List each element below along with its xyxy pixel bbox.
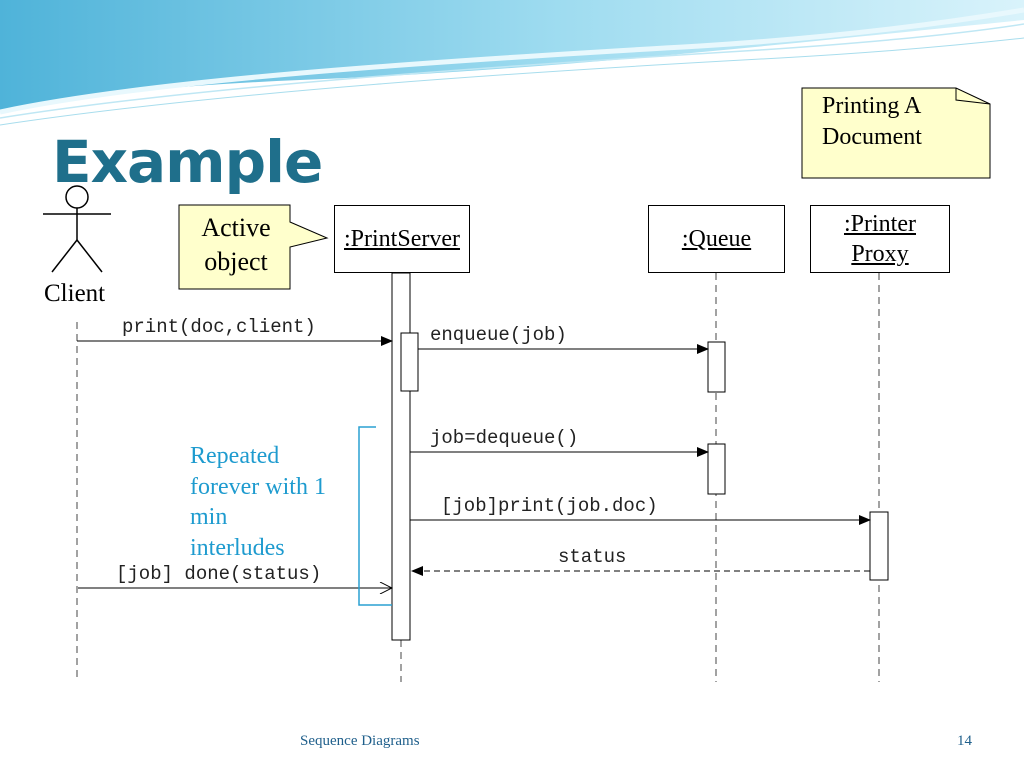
active-object-callout-shape [178,204,329,290]
printer-proxy-activation [869,511,889,581]
dequeue-message-label: job=dequeue() [430,427,579,449]
client-actor-icon [43,185,111,273]
repeat-note: Repeated forever with 1 min interludes [190,443,326,561]
print-message-label: print(doc,client) [122,316,316,338]
printserver-nested-activation [400,332,419,392]
client-actor-label: Client [44,280,106,307]
done-message-label: [job] done(status) [116,563,322,585]
note-text: Printing A Document [822,93,922,150]
printserver-activation-bar [391,272,411,641]
note-shape [801,87,991,179]
header-wave [0,0,1024,126]
active-object-callout: Active object [201,213,271,276]
queue-activation-dequeue [707,443,726,495]
queue-object: :Queue [648,205,785,273]
enqueue-message-label: enqueue(job) [430,324,567,346]
printserver-object: :PrintServer [334,205,470,273]
status-message-label: status [558,546,627,568]
repeat-bracket [358,426,392,606]
page-number: 14 [957,733,972,749]
job-print-message-label: [job]print(job.doc) [441,495,658,517]
footer-text: Sequence Diagrams [300,733,420,749]
slide-title: Example [52,128,323,196]
printer-proxy-object: :Printer Proxy [810,205,950,273]
queue-activation-enqueue [707,341,726,393]
